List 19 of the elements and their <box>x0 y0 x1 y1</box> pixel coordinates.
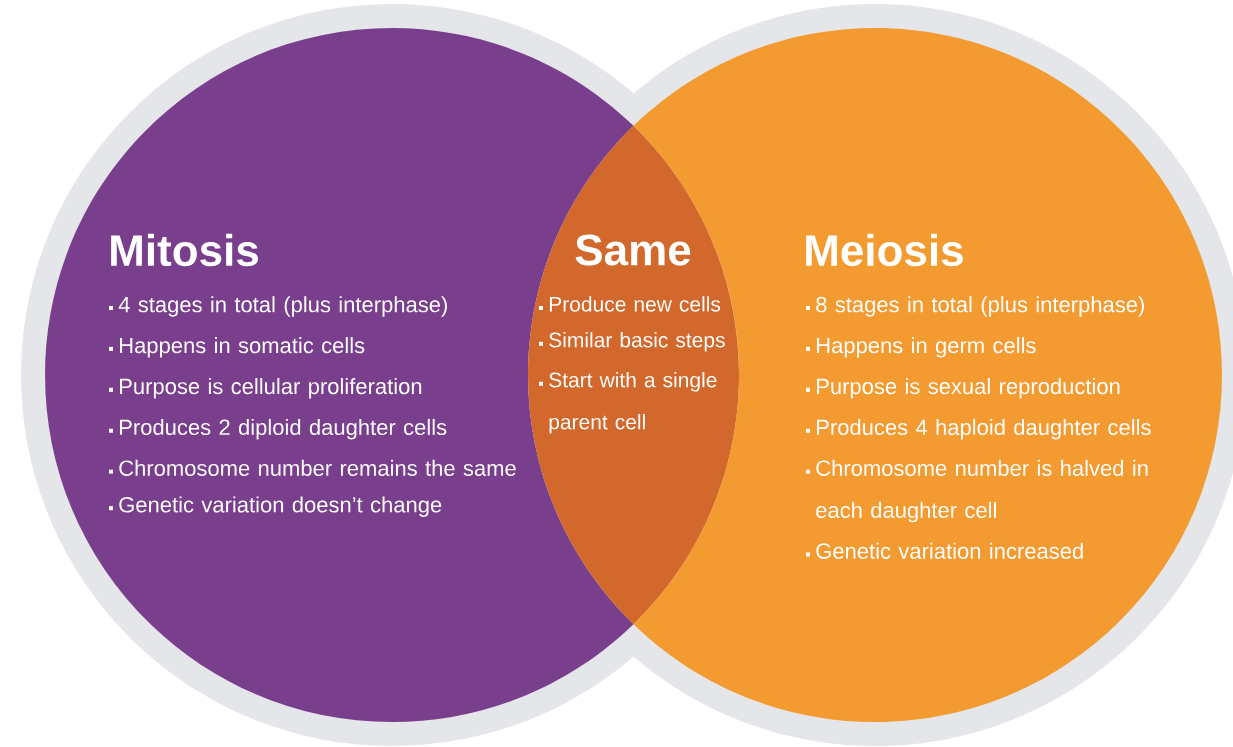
overlap-region <box>528 125 739 625</box>
bullet-item: Genetic variation doesn’t change <box>109 496 442 517</box>
bullet-item: Chromosome number is halved in each daughter cell <box>806 459 1148 523</box>
bullet-item: Similar basic steps <box>539 332 725 352</box>
circle-heading: Meiosis <box>806 233 963 267</box>
bullet-item: Happens in somatic cells <box>109 337 365 358</box>
bullet-item: Happens in germ cells <box>806 337 1036 358</box>
bullet-item: Purpose is sexual reproduction <box>806 378 1120 399</box>
bullet-item: 4 stages in total (plus interphase) <box>109 296 447 317</box>
bullet-item: Produce new cells <box>539 296 721 312</box>
bullet-item: Genetic variation increased <box>806 542 1083 559</box>
bullet-item: Start with a single parent cell <box>539 372 717 434</box>
circle-heading: Same <box>575 234 691 266</box>
bullet-item: Produces 4 haploid daughter cells <box>806 418 1151 440</box>
bullet-item: Produces 2 diploid daughter cells <box>109 418 447 440</box>
bullet-item: 8 stages in total (plus interphase) <box>806 296 1144 317</box>
bullet-item: Chromosome number remains the same <box>109 459 516 476</box>
bullet-item: Purpose is cellular proliferation <box>109 378 422 399</box>
circle-heading: Mitosis <box>111 233 258 267</box>
